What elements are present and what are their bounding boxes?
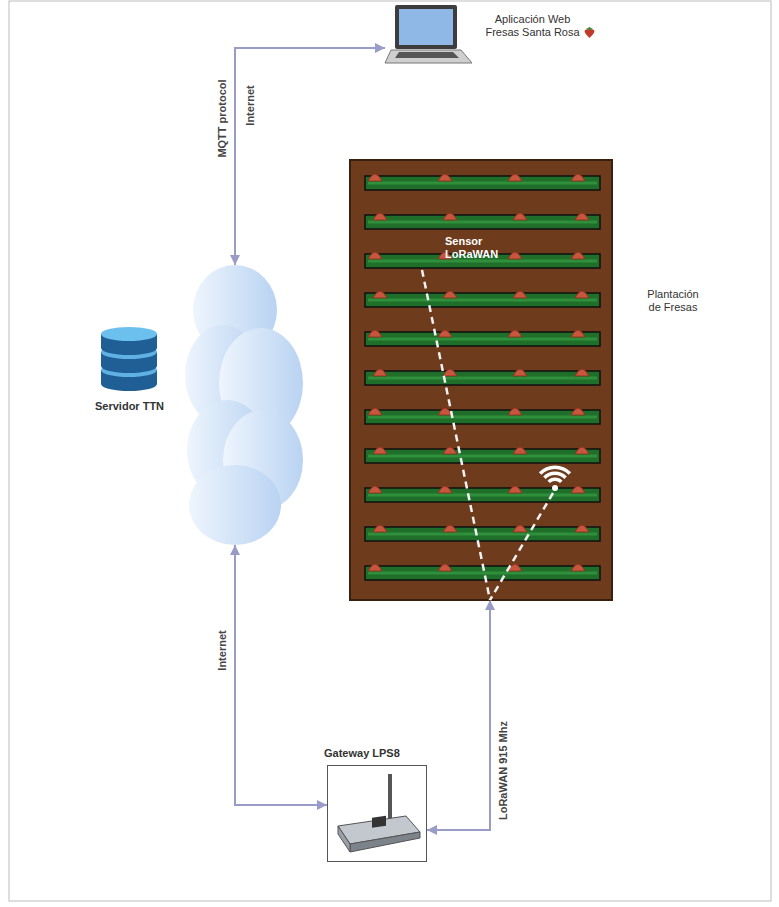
laptop-shape <box>385 3 475 68</box>
cloud-shape <box>185 265 305 545</box>
gateway-box: Gateway LPS8 <box>327 765 427 862</box>
node-label: Gateway LPS8 <box>324 747 400 760</box>
cloud-server: Servidor TTN <box>185 265 305 545</box>
node-label: Servidor TTN <box>95 400 164 413</box>
plant-shape <box>350 160 612 600</box>
connector-label: Internet <box>216 628 229 672</box>
connector-label: LoRaWAN 915 Mhz <box>497 718 510 821</box>
strawberry-icon <box>583 26 596 39</box>
link-label: Internet <box>244 83 257 127</box>
router-shape <box>328 766 428 863</box>
node-label: Sensor LoRaWAN <box>445 235 520 261</box>
frame <box>9 1 771 901</box>
node-label: Plantación de Fresas <box>642 288 704 314</box>
connector-arrow <box>235 545 327 805</box>
connector-arrow <box>427 600 490 830</box>
web-app-node: Aplicación Web Fresas Santa Rosa <box>385 3 590 78</box>
node-label: Aplicación Web Fresas Santa Rosa <box>480 13 585 39</box>
wifi-icon <box>539 465 571 491</box>
connector-label: MQTT protocol <box>216 77 229 159</box>
plantation-area: Sensor LoRaWANPlantación de Fresas <box>350 160 612 600</box>
database-icon <box>101 327 157 391</box>
